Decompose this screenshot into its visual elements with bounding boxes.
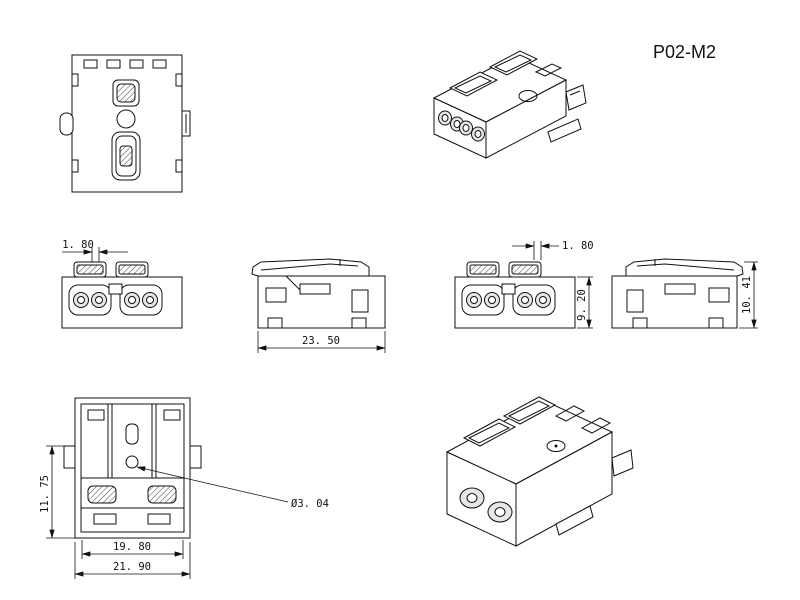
- iso-side-latch: [565, 84, 587, 111]
- side-cutout-bl: [71, 159, 79, 173]
- dimension-mount-width: 19. 80: [81, 540, 184, 559]
- iso2-right-face: [515, 431, 613, 547]
- top-view: [59, 54, 191, 193]
- top-slot-4: [152, 59, 167, 69]
- iso-fixing-hole: [518, 90, 538, 102]
- iso-top-slot: [534, 63, 563, 77]
- dimension-bottom-depth: 11. 75: [39, 445, 75, 539]
- dim-label-23-50: 23. 50: [302, 335, 340, 347]
- dimension-front-right-wall: 1. 80: [512, 240, 594, 260]
- front-view-left: [61, 261, 183, 329]
- isometric-view-top: [432, 50, 587, 159]
- dimension-overall-height: 10. 41: [739, 261, 758, 329]
- isometric-view-bottom: [445, 396, 634, 547]
- side-lever: [251, 258, 370, 277]
- left-boss: [59, 112, 74, 136]
- dimension-body-height: 9. 20: [576, 276, 593, 329]
- dimension-overall-width: 21. 90: [74, 542, 191, 579]
- iso2-lever-1: [462, 418, 517, 447]
- dimension-side-length: 23. 50: [257, 331, 386, 353]
- side-cutout-br: [175, 159, 183, 173]
- iso2-lever-2: [502, 396, 557, 425]
- top-slot-2: [106, 59, 121, 69]
- bottom-center-slot: [125, 423, 139, 445]
- iso2-foot: [555, 505, 594, 536]
- front-pocket-2: [119, 284, 163, 316]
- dim-label-1-80-right: 1. 80: [562, 240, 594, 252]
- bottom-left-tab: [63, 445, 76, 469]
- top-slot-1: [83, 59, 98, 69]
- iso2-fixing-hole: [546, 440, 566, 452]
- iso-foot: [547, 118, 582, 143]
- dimension-front-left-wall: 1. 80: [62, 239, 128, 262]
- front-pocket-1: [68, 284, 112, 316]
- bottom-hole: [125, 455, 139, 469]
- fixing-hole: [116, 109, 136, 129]
- front-pocket-r1: [461, 284, 505, 316]
- iso2-top-slot-2: [580, 417, 612, 434]
- dim-label-1-80-left: 1. 80: [62, 239, 94, 251]
- bottom-pad-1: [87, 485, 117, 504]
- iso-right-face: [485, 79, 567, 159]
- bottom-pad-2: [147, 485, 177, 504]
- side-view-left: [251, 258, 386, 329]
- side-cutout-tr: [175, 73, 183, 87]
- side-lever-r: [625, 258, 744, 277]
- dim-label-11-75: 11. 75: [39, 475, 51, 513]
- bottom-right-tab: [189, 445, 202, 469]
- front-pocket-r2: [512, 284, 556, 316]
- dim-label-19-80: 19. 80: [113, 541, 151, 553]
- iso2-top-slot-1: [554, 405, 586, 422]
- front-view-right: [454, 261, 576, 329]
- dim-label-9-20: 9. 20: [576, 289, 588, 321]
- bottom-inner-contour: [80, 403, 185, 533]
- dim-label-3-04: Ø3. 04: [291, 498, 329, 510]
- bottom-view: [63, 397, 202, 539]
- side-view-right: [611, 258, 744, 329]
- dim-label-21-90: 21. 90: [113, 561, 151, 573]
- top-slot-3: [129, 59, 144, 69]
- part-number-label: P02-M2: [653, 42, 716, 62]
- dimension-hole-diameter: Ø3. 04: [136, 466, 329, 510]
- iso2-side-latch: [611, 449, 634, 477]
- dim-label-10-41: 10. 41: [741, 276, 753, 314]
- side-cutout-tl: [71, 73, 79, 87]
